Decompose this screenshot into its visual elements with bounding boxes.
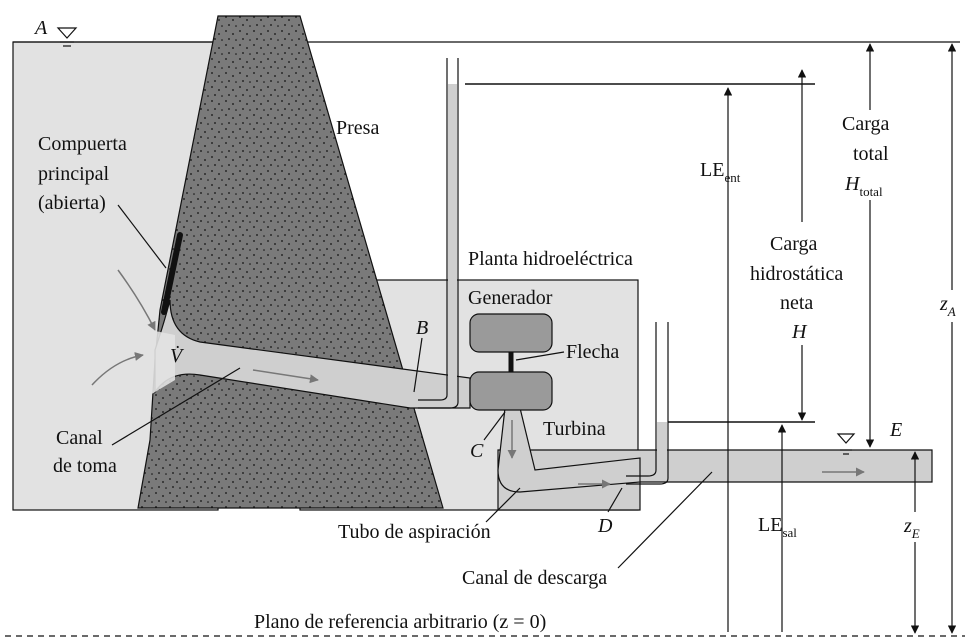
free-surface-symbol-e bbox=[836, 433, 856, 455]
piezometer-outlet-water bbox=[657, 422, 667, 472]
label-carga-total-1: Carga bbox=[842, 113, 890, 135]
label-turbina: Turbina bbox=[543, 418, 606, 440]
leader-d bbox=[607, 487, 623, 513]
label-point-b: B bbox=[416, 317, 428, 339]
leader-canal-descarga bbox=[617, 471, 713, 569]
leader-flecha bbox=[515, 351, 565, 361]
label-tubo-aspiracion: Tubo de aspiración bbox=[338, 521, 491, 543]
label-compuerta-3: (abierta) bbox=[38, 192, 106, 214]
flow-arrow-inflow-bottom bbox=[91, 351, 144, 386]
leader-c bbox=[483, 411, 506, 441]
leader-b bbox=[413, 337, 423, 393]
label-canal-descarga: Canal de descarga bbox=[462, 567, 607, 589]
label-plano-referencia: Plano de referencia arbitrario (z = 0) bbox=[254, 611, 546, 633]
label-flow-rate: V̇ bbox=[170, 344, 185, 367]
label-carga-hidro-1: Carga bbox=[770, 233, 818, 255]
label-flecha: Flecha bbox=[566, 341, 619, 363]
piezometer-inlet bbox=[418, 58, 459, 409]
flow-arrow-inflow-top bbox=[117, 269, 156, 331]
label-z-e: zE bbox=[903, 515, 920, 541]
main-gate bbox=[161, 232, 183, 315]
free-surface-symbol-a bbox=[56, 27, 78, 47]
label-compuerta-2: principal bbox=[38, 163, 110, 185]
penstock bbox=[154, 299, 471, 409]
label-compuerta-1: Compuerta bbox=[38, 133, 127, 155]
turbine bbox=[469, 371, 553, 411]
label-le-sal: LEsal bbox=[758, 514, 797, 540]
label-point-c: C bbox=[470, 440, 484, 462]
generator bbox=[469, 313, 553, 353]
label-le-ent: LEent bbox=[700, 159, 741, 185]
label-z-a: zA bbox=[939, 293, 956, 319]
intake-zone bbox=[150, 330, 175, 395]
label-h-total: Htotal bbox=[844, 173, 883, 199]
piezometer-outlet bbox=[626, 322, 669, 485]
leader-intake bbox=[111, 367, 241, 446]
label-canal-toma-2: de toma bbox=[53, 455, 117, 477]
label-point-e: E bbox=[889, 419, 902, 441]
label-carga-hidro-symbol: H bbox=[791, 321, 808, 343]
draft-tube bbox=[497, 407, 641, 493]
piezometer-inlet-water bbox=[448, 84, 457, 394]
label-carga-total-2: total bbox=[853, 143, 889, 165]
label-point-a: A bbox=[33, 17, 48, 39]
flow-arrow-penstock bbox=[252, 369, 319, 384]
label-carga-hidro-2: hidrostática bbox=[750, 263, 843, 285]
leader-tubo bbox=[485, 487, 521, 523]
label-presa: Presa bbox=[336, 117, 379, 139]
label-point-d: D bbox=[597, 515, 613, 537]
label-carga-hidro-3: neta bbox=[780, 292, 813, 314]
label-generador: Generador bbox=[468, 287, 553, 309]
label-canal-toma-1: Canal bbox=[56, 427, 103, 449]
label-planta: Planta hidroeléctrica bbox=[468, 248, 633, 270]
leader-gate bbox=[117, 204, 167, 269]
